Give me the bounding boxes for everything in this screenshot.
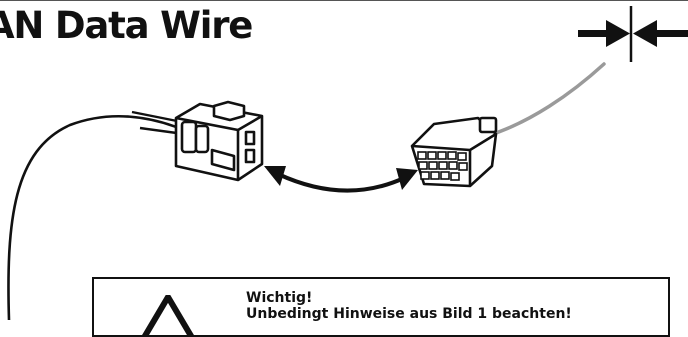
female-connector-pin-holes — [417, 151, 468, 181]
connection-arrow-shaft — [277, 172, 405, 193]
warning-notice: Wichtig! Unbedingt Hinweise aus Bild 1 b… — [92, 277, 670, 337]
male-connector — [174, 100, 264, 182]
grey-wire — [488, 62, 606, 137]
warning-triangle-icon — [142, 295, 194, 335]
notice-text: Unbedingt Hinweise aus Bild 1 beachten! — [246, 306, 572, 322]
black-cable — [7, 115, 186, 320]
connection-arrow-head-left — [264, 166, 286, 186]
frame-top-border — [0, 0, 688, 1]
wiring-diagram — [7, 6, 688, 320]
notice-title: Wichtig! — [246, 290, 313, 306]
connection-arrow-head-right — [396, 168, 418, 190]
male-connector-wire-top — [131, 110, 183, 124]
connect-symbol — [578, 6, 688, 62]
diagram-title: AN Data Wire — [0, 4, 253, 47]
